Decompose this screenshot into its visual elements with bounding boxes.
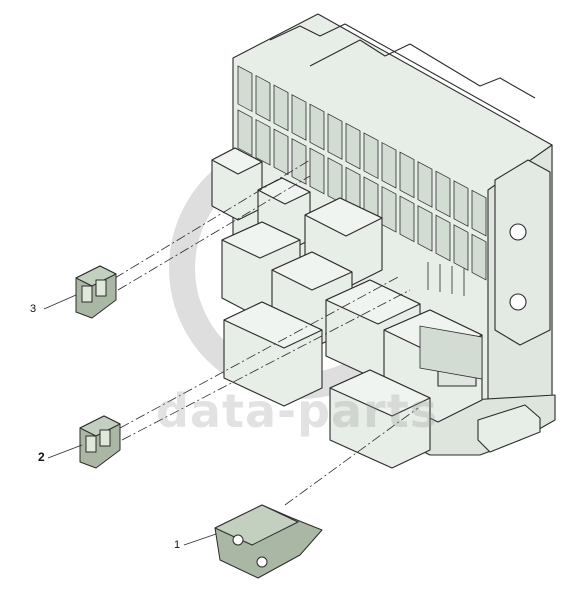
watermark-text: data-parts (156, 384, 439, 438)
callout-label-1: 1 (174, 539, 181, 551)
mounting-hole-top (509, 223, 527, 241)
blade-fuse-3 (75, 265, 117, 319)
leader-line-fuse-1 (284, 407, 419, 506)
leader-lines (114, 159, 419, 506)
callout-label-2: 2 (38, 450, 45, 464)
callout-label-3: 3 (30, 303, 37, 315)
fuse-slot-array (237, 65, 487, 281)
leader-line-fuse-3 (114, 159, 311, 279)
callout-pointers (43, 294, 217, 546)
relay-bottom-center (329, 369, 431, 469)
blade-fuse-2 (79, 415, 121, 469)
leader-line-fuse-2 (119, 275, 401, 429)
mounting-bracket (494, 159, 551, 346)
callout-pointer-3 (43, 294, 77, 310)
callout-pointer-2 (47, 444, 83, 459)
callout-pointer-1 (183, 533, 217, 546)
leader-line-fuse-3b (117, 175, 311, 291)
relay-blocks (211, 147, 483, 469)
relay-bottom-left (223, 301, 323, 407)
connector-terminals (419, 262, 483, 380)
mounting-hole-bottom (509, 293, 527, 311)
leader-line-fuse-2b (121, 289, 411, 441)
maxi-fuse-1 (214, 504, 323, 579)
